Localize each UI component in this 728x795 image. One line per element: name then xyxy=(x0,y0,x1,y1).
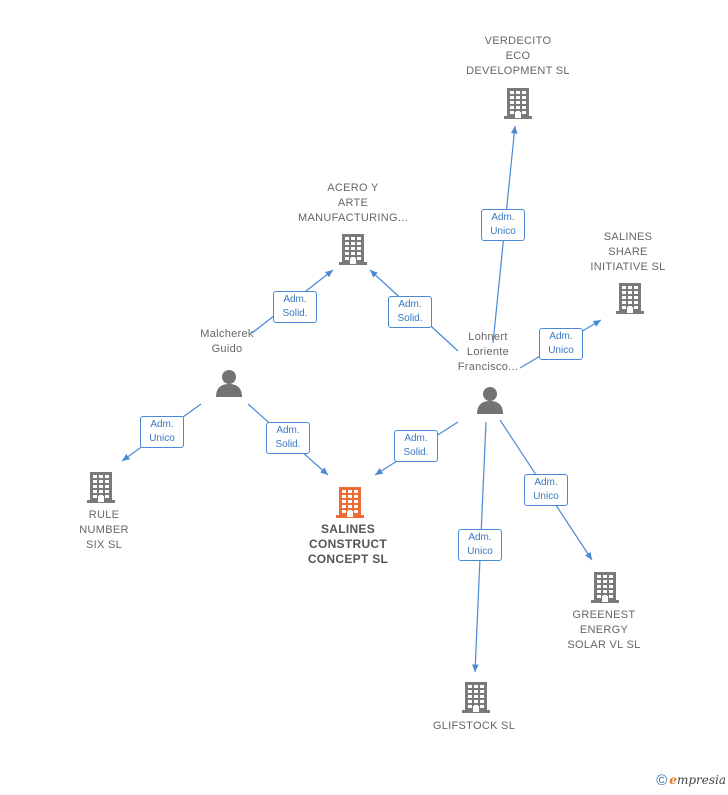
node-label-rule[interactable]: RULE NUMBER SIX SL xyxy=(79,509,129,551)
edge-label-lohnert-to-salines_construct[interactable]: Adm. Solid. xyxy=(394,430,438,462)
node-label-salines_construct[interactable]: SALINES CONSTRUCT CONCEPT SL xyxy=(307,522,389,566)
node-label-salines_share[interactable]: SALINES SHARE INITIATIVE SL xyxy=(590,231,666,273)
node-label-greenest[interactable]: GREENEST ENERGY SOLAR VL SL xyxy=(567,609,641,651)
edge-label-lohnert-to-greenest[interactable]: Adm. Unico xyxy=(524,474,568,506)
building-icon[interactable] xyxy=(335,485,365,524)
building-icon[interactable] xyxy=(503,86,533,125)
node-label-acero[interactable]: ACERO Y ARTE MANUFACTURING... xyxy=(298,182,408,224)
edge-label-malcherek-to-rule[interactable]: Adm. Unico xyxy=(140,416,184,448)
building-icon[interactable] xyxy=(590,570,620,609)
building-icon[interactable] xyxy=(461,680,491,719)
edge-label-lohnert-to-verdecito[interactable]: Adm. Unico xyxy=(481,209,525,241)
copyright-icon: © xyxy=(656,772,668,789)
brand-initial: e xyxy=(669,773,677,787)
footer-brand[interactable]: ©empresia xyxy=(656,772,726,789)
node-label-malcherek[interactable]: Malcherek Guido xyxy=(200,328,254,355)
person-icon[interactable] xyxy=(475,385,505,420)
edge-label-lohnert-to-salines_share[interactable]: Adm. Unico xyxy=(539,328,583,360)
edge-label-malcherek-to-salines_construct[interactable]: Adm. Solid. xyxy=(266,422,310,454)
edge-label-malcherek-to-acero[interactable]: Adm. Solid. xyxy=(273,291,317,323)
node-label-verdecito[interactable]: VERDECITO ECO DEVELOPMENT SL xyxy=(466,35,570,77)
building-icon[interactable] xyxy=(615,281,645,320)
building-icon[interactable] xyxy=(338,232,368,271)
edge-label-lohnert-to-acero[interactable]: Adm. Solid. xyxy=(388,296,432,328)
edge-label-lohnert-to-glifstock[interactable]: Adm. Unico xyxy=(458,529,502,561)
person-icon[interactable] xyxy=(214,368,244,403)
node-label-lohnert[interactable]: Lohnert Loriente Francisco... xyxy=(457,331,519,373)
brand-name: mpresia xyxy=(676,773,726,787)
building-icon[interactable] xyxy=(86,470,116,509)
node-label-glifstock[interactable]: GLIFSTOCK SL xyxy=(432,720,516,732)
